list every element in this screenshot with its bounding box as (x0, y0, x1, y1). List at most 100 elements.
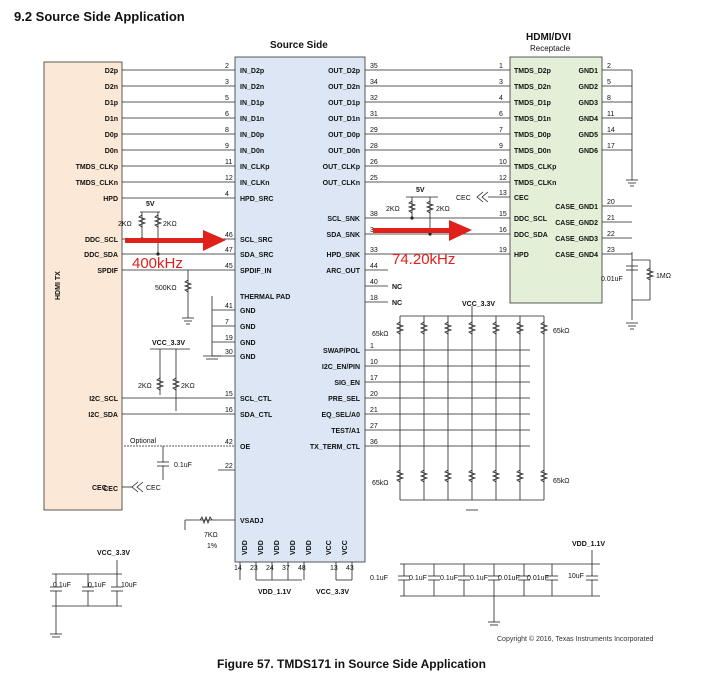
receptacle-left-pin-num-11: 19 (499, 247, 507, 254)
receptacle-right-pin-label-6: CASE_GND1 (555, 204, 598, 211)
receptacle-right-pin-num-3: 11 (607, 111, 614, 118)
ic-right-pin-label-13: NC (392, 300, 402, 307)
receptacle-right-pin-label-3: GND4 (579, 116, 599, 123)
ic-left-pin-num-20: 22 (225, 463, 233, 470)
receptacle-right-pin-num-9: 23 (607, 247, 615, 254)
ic-left-pin-label-1: IN_D2n (240, 84, 264, 91)
ic-right-pin-num-12: 40 (370, 279, 378, 286)
ic-left-pin-label-18: SDA_CTL (240, 412, 273, 419)
i2c-pullups: VCC_3.3V 2KΩ 2KΩ (138, 340, 195, 411)
label-vcc33-ic: VCC_3.3V (316, 589, 349, 596)
hdmi-tx-pin-6: TMDS_CLKp (76, 164, 118, 171)
ic-left-pin-label-10: SDA_SRC (240, 252, 273, 259)
receptacle-right-pin-num-7: 21 (607, 215, 615, 222)
ic-bottom-pin-4: VDD (306, 540, 313, 555)
label-cap-r2: 0.1uF (409, 575, 427, 582)
ic-right-pin-label-1: OUT_D2n (328, 84, 360, 91)
label-vcc33-i2c: VCC_3.3V (152, 340, 185, 347)
ic-bottom-num-2: 24 (266, 565, 274, 572)
ic-left-pin-label-0: IN_D2p (240, 68, 264, 75)
ic-right-pin-label-8: SCL_SNK (327, 216, 360, 223)
ic-left-pin-label-5: IN_D0n (240, 148, 264, 155)
ic-right-pin-num-20: 36 (370, 439, 378, 446)
ic-right-pin-label-14: SWAP/POL (323, 348, 361, 355)
receptacle-left-pin-num-7: 12 (499, 175, 507, 182)
ic-right-pin-label-15: I2C_EN/PIN (322, 364, 360, 371)
ic-right-pin-num-18: 21 (370, 407, 378, 414)
ic-title: Source Side (270, 40, 328, 51)
receptacle-right-pin-label-8: CASE_GND3 (555, 236, 598, 243)
receptacle-right-pin-label-4: GND5 (579, 132, 599, 139)
label-cap-r3: 0.1uF (440, 575, 458, 582)
label-vcc33-caps: VCC_3.3V (97, 550, 130, 557)
receptacle-left-pin-num-5: 9 (499, 143, 503, 150)
cec-left: CEC CEC (92, 481, 161, 493)
label-cap-oe: 0.1uF (174, 462, 192, 469)
ic-right-pin-label-12: NC (392, 284, 402, 291)
hdmi-tx-pin-1: D2n (105, 84, 118, 91)
gnd-bus (203, 296, 221, 360)
receptacle-right-pin-num-8: 22 (607, 231, 615, 238)
ic-bottom-pin-6: VCC (342, 540, 349, 555)
ic-bottom-pin-5: VCC (326, 540, 333, 555)
ic-right-pin-num-6: 26 (370, 159, 378, 166)
label-vcc33-strap: VCC_3.3V (462, 301, 495, 308)
ic-left-pin-label-12: THERMAL PAD (240, 294, 290, 301)
hdmi-tx-pin-5: D0n (105, 148, 118, 155)
label-2k-d: 2KΩ (181, 383, 195, 390)
ic-bottom-num-5: 13 (330, 565, 338, 572)
hdmi-tx-pin-4: D0p (105, 132, 118, 139)
ic-left-pin-num-5: 9 (225, 143, 229, 150)
right-pullup-network: 5V 2KΩ 2KΩ CEC (386, 187, 510, 236)
ic-left-pin-label-13: GND (240, 308, 256, 315)
label-500k: 500KΩ (155, 285, 177, 292)
receptacle-right-pin-label-5: GND6 (579, 148, 599, 155)
ic-right-pin-num-2: 32 (370, 95, 378, 102)
label-cap-r5: 0.01uF (498, 575, 520, 582)
receptacle-left-pin-label-7: TMDS_CLKn (514, 180, 556, 187)
label-vdd11-right: VDD_1.1V (572, 541, 605, 548)
ic-bottom-pin-3: VDD (290, 540, 297, 555)
optional-oe-cap: Optional 0.1uF (124, 438, 235, 480)
ic-right-pin-label-11: ARC_OUT (326, 268, 361, 275)
hdmi-tx-pin-2: D1p (105, 100, 118, 107)
receptacle-left-pin-num-8: 13 (499, 190, 507, 197)
ic-bottom-num-0: 14 (234, 565, 242, 572)
receptacle-left-pin-num-10: 16 (499, 227, 507, 234)
ic-left-pin-num-9: 46 (225, 232, 233, 239)
label-cec-top: CEC (456, 195, 471, 202)
receptacle-right-pin-label-1: GND2 (579, 84, 599, 91)
label-cap-l2: 0.1uF (88, 582, 106, 589)
ic-right-pin-num-15: 10 (370, 359, 378, 366)
receptacle-left-pin-label-6: TMDS_CLKp (514, 164, 556, 171)
hdmi-tx-pin-11: SPDIF (97, 268, 118, 275)
ic-bottom-num-1: 23 (250, 565, 258, 572)
receptacle-right-pin-num-1: 5 (607, 79, 611, 86)
ic-left-pin-label-16: GND (240, 354, 256, 361)
section-heading: 9.2 Source Side Application (14, 9, 185, 24)
label-65k-br: 65kΩ (553, 478, 570, 485)
annotation-left-freq: 400kHz (132, 255, 183, 272)
receptacle-left-pin-label-1: TMDS_D2n (514, 84, 551, 91)
ic-right-pin-label-2: OUT_D1p (328, 100, 360, 107)
ic-left-pin-num-10: 47 (225, 247, 233, 254)
hdmi-tx-pin-7: TMDS_CLKn (76, 180, 118, 187)
hdmi-tx-pin-0: D2p (105, 68, 118, 75)
receptacle-left-pin-label-3: TMDS_D1n (514, 116, 551, 123)
ic-left-pin-label-8: HPD_SRC (240, 196, 273, 203)
ic-left-pin-label-2: IN_D1p (240, 100, 264, 107)
decoupling-caps-left: VCC_3.3V 0.1uF 0.1uF 10uF (50, 550, 137, 638)
ic-right-pin-label-4: OUT_D0p (328, 132, 360, 139)
receptacle-left-pin-label-0: TMDS_D2p (514, 68, 551, 75)
ic-left-pin-num-16: 30 (225, 349, 233, 356)
ic-left-pin-label-4: IN_D0p (240, 132, 264, 139)
case-ground-rc: 0.01uF 1MΩ (601, 252, 671, 330)
ic-left-pin-num-13: 41 (225, 303, 233, 310)
ic-right-pin-num-7: 25 (370, 175, 378, 182)
ic-right-pin-num-16: 17 (370, 375, 378, 382)
receptacle-subtitle: Receptacle (530, 44, 571, 53)
ic-bottom-num-3: 37 (282, 565, 290, 572)
receptacle-right-pin-label-0: GND1 (579, 68, 599, 75)
ic-left-pin-num-8: 4 (225, 191, 229, 198)
ic-left-pin-num-6: 11 (225, 159, 232, 166)
